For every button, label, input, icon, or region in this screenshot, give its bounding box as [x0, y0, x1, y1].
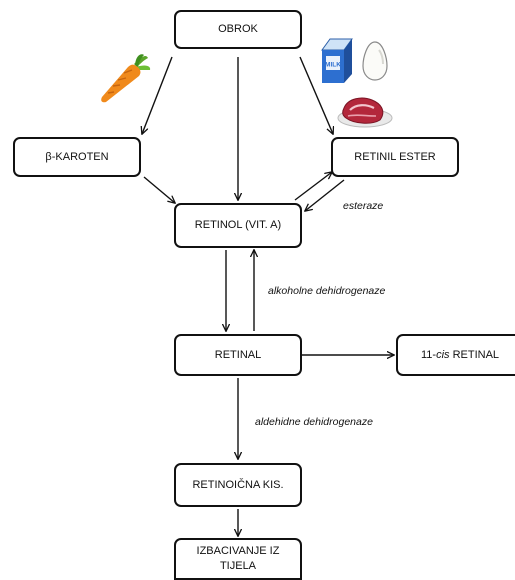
node-izbacivanje-line2: TIJELA [219, 560, 257, 572]
node-obrok: OBROK [174, 10, 302, 49]
edge-retinol-to-ester [294, 172, 332, 201]
meat-icon [337, 97, 393, 128]
node-retinol: RETINOL (VIT. A) [174, 203, 302, 248]
label-esteraze: esteraze [343, 200, 384, 212]
node-retinal: RETINAL [174, 334, 302, 376]
node-11-cis-retinal: 11-cis RETINAL [396, 334, 515, 376]
node-obrok-label: OBROK [218, 23, 258, 35]
edge-ester-to-retinol [305, 179, 345, 211]
node-beta-karoten: β-KAROTEN [13, 137, 141, 177]
cis-retinal-prefix: 11- [420, 348, 437, 361]
node-retinil-ester: RETINIL ESTER [331, 137, 459, 177]
milk-carton-text: MILK [325, 62, 341, 69]
egg-icon [362, 41, 388, 81]
node-retinoicna-kiselina: RETINOIČNA KIS. [174, 463, 302, 507]
edge-obrok-to-ester [299, 56, 333, 134]
edge-obrok-to-karoten [142, 56, 173, 134]
label-aldehidne-dehidrogenaze: aldehidne dehidrogenaze [255, 416, 373, 428]
label-alkoholne-dehidrogenaze: alkoholne dehidrogenaze [268, 285, 386, 297]
cis-retinal-italic: cis [436, 348, 450, 361]
milk-carton-icon: MILK [321, 38, 353, 83]
cis-retinal-suffix: RETINAL [449, 348, 500, 361]
node-retinil-ester-label: RETINIL ESTER [354, 150, 436, 163]
node-retinol-label: RETINOL (VIT. A) [194, 219, 282, 231]
node-retinoicna-label: RETINOIČNA KIS. [192, 478, 284, 491]
carrot-icon [101, 54, 151, 103]
node-izbacivanje: IZBACIVANJE IZ TIJELA [174, 538, 302, 580]
node-retinal-label: RETINAL [214, 348, 262, 361]
edge-karoten-to-retinol [143, 176, 175, 203]
node-11-cis-retinal-label: 11-cis RETINAL [421, 348, 499, 363]
node-beta-karoten-label: β-KAROTEN [45, 150, 109, 163]
node-izbacivanje-line1: IZBACIVANJE IZ [196, 545, 280, 557]
